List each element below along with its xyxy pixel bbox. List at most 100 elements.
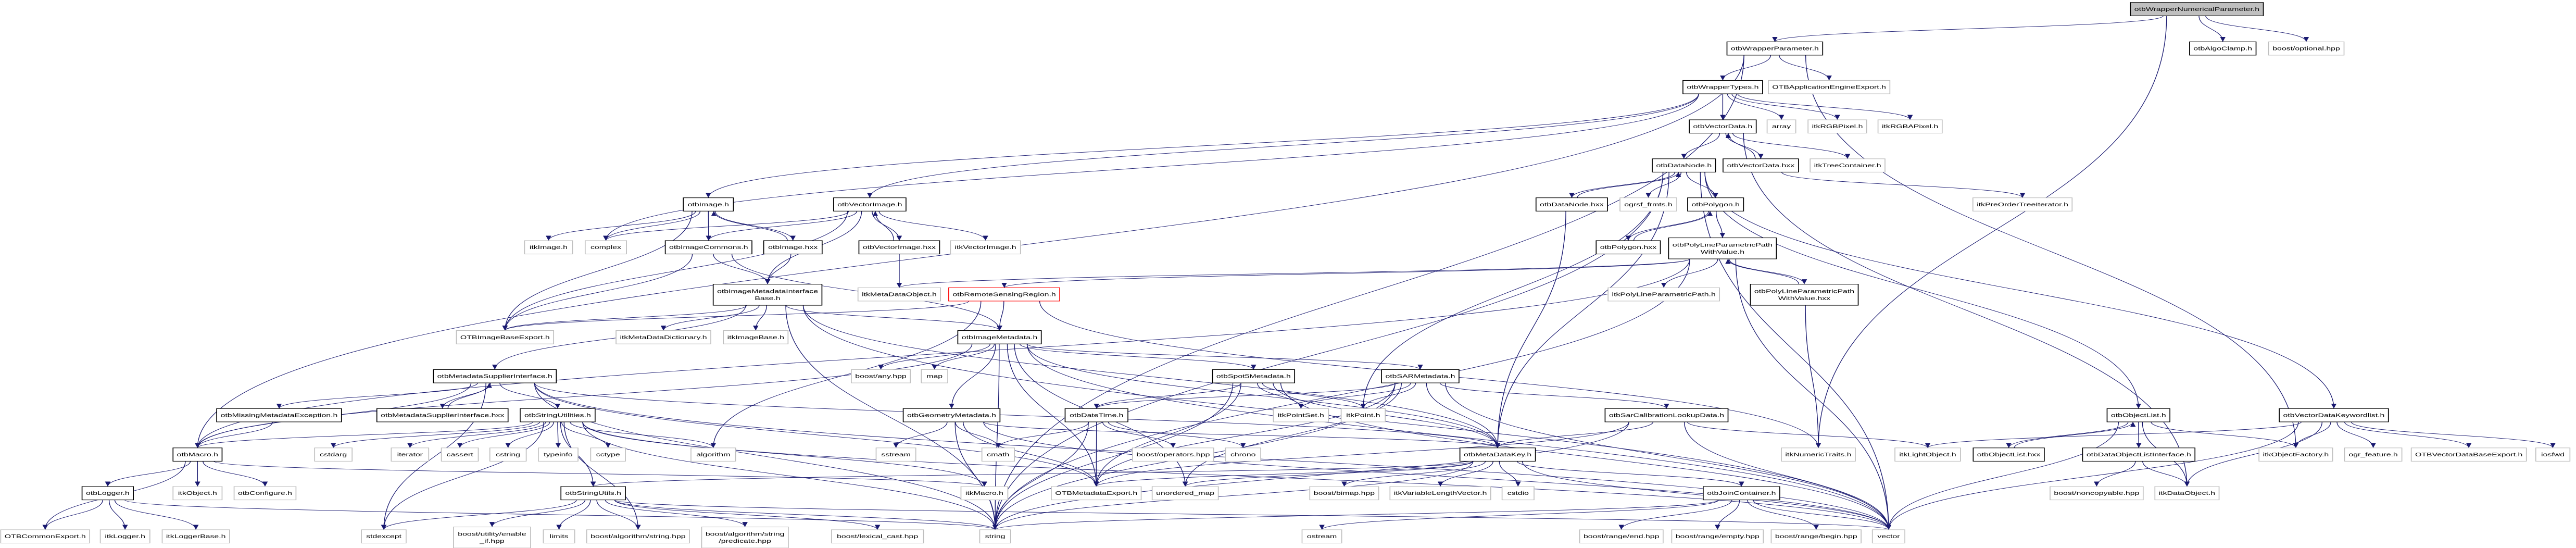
node-box-otbspot5metadata-h[interactable] — [1212, 369, 1296, 383]
dependency-edge-otbdataobjectlistinterface-h-to-boost-noncopyable-hpp — [2094, 461, 2136, 487]
node-box-otbmetadatasupplierinterface-h[interactable] — [433, 369, 557, 383]
node-label: complex — [590, 244, 621, 250]
graph-node-otbobjectlist-h[interactable]: otbObjectList.h — [2111, 412, 2166, 418]
graph-node-otbpolygon-hxx[interactable]: otbPolygon.hxx — [1600, 244, 1657, 250]
dependency-edge-otbmetadatakey-h-to-otbmetadataexport-h — [1094, 461, 1474, 487]
node-box-otbpolygon-h[interactable] — [1687, 197, 1744, 211]
graph-node-otbstringutilities-h[interactable]: otbStringUtilities.h — [524, 412, 591, 418]
node-box-otbpolylineparametricpathwithvalue-h[interactable] — [1668, 238, 1777, 259]
node-box-otbobjectlist-h[interactable] — [2106, 408, 2170, 422]
node-box-otbstringutilities-h[interactable] — [520, 408, 596, 422]
node-label: string — [985, 533, 1006, 539]
graph-node-otbvectorimage-h[interactable]: otbVectorImage.h — [837, 202, 902, 207]
dependency-edge-otbsarmetadata-h-to-otbsarcalibrationlookupdata-h — [1439, 382, 1669, 409]
graph-node-otbvectordata-h[interactable]: otbVectorData.h — [1693, 123, 1753, 129]
graph-node-otbpolygon-h[interactable]: otbPolygon.h — [1691, 202, 1740, 207]
node-label: OTBMetadataExport.h — [1055, 490, 1137, 496]
graph-node-otbimage-hxx[interactable]: otbImage.hxx — [768, 244, 818, 250]
node-box-otbsarmetadata-h[interactable] — [1381, 369, 1460, 383]
dependency-edge-otbwrappertypes-h-to-otbvectorimage-h — [867, 94, 1699, 198]
node-box-string — [979, 529, 1011, 544]
node-label: iosfwd — [2541, 452, 2565, 457]
graph-node-otbvectorimage-hxx[interactable]: otbVectorImage.hxx — [863, 244, 936, 250]
node-box-otbpolygon-hxx[interactable] — [1595, 240, 1661, 255]
node-box-otbjoincontainer-h[interactable] — [1703, 486, 1780, 501]
node-label: otbConfigure.h — [238, 490, 292, 496]
node-box-otbmetadatasupplierinterface-hxx[interactable] — [376, 408, 509, 422]
node-box-otbobjectlist-hxx[interactable] — [1972, 447, 2045, 462]
node-box-otbdatetime-h[interactable] — [1064, 408, 1128, 422]
node-box-otbimage-hxx[interactable] — [763, 240, 823, 255]
graph-node-otbsarmetadata-h[interactable]: otbSARMetadata.h — [1385, 373, 1455, 379]
graph-node-otblogger-h[interactable]: otbLogger.h — [86, 490, 130, 496]
node-box-otbmacro-h[interactable] — [172, 447, 223, 462]
dependency-edge-otbdatanode-h-to-otbmetadatakey-h — [1494, 172, 1669, 448]
graph-node-otbalgoclamp-h[interactable]: otbAlgoClamp.h — [2193, 45, 2252, 51]
graph-node-otbjoincontainer-h[interactable]: otbJoinContainer.h — [1707, 490, 1776, 496]
node-label: ogr_feature.h — [2348, 452, 2397, 457]
node-label: iterator — [397, 452, 423, 457]
node-box-otbimagemetadatainterfacebase-h[interactable] — [712, 284, 823, 306]
node-box-otbwrapperparameter-h[interactable] — [1726, 41, 1824, 56]
graph-node-otbimagemetadata-h[interactable]: otbImageMetadata.h — [962, 334, 1037, 340]
node-label: itkObjectFactory.h — [2263, 452, 2329, 457]
node-box-otbvectordatakeywordlist-h[interactable] — [2279, 408, 2389, 422]
node-box-otblogger-h[interactable] — [81, 486, 134, 501]
node-label: OTBVectorDataBaseExport.h — [2415, 452, 2522, 457]
node-box-boost-range-end-hpp — [1579, 529, 1664, 544]
node-box-otbimagecommons-h[interactable] — [664, 240, 752, 255]
graph-node-otbmissingmetadataexception-h[interactable]: otbMissingMetadataException.h — [221, 412, 338, 418]
graph-node-otbmetadatakey-h[interactable]: otbMetaDataKey.h — [1464, 452, 1531, 457]
node-box-otbdataobjectlistinterface-h[interactable] — [2082, 447, 2196, 462]
graph-node-otbvectordatakeywordlist-h[interactable]: otbVectorDataKeywordlist.h — [2283, 412, 2385, 418]
graph-node-otbmacro-h[interactable]: otbMacro.h — [177, 452, 218, 457]
node-label: otbWrapperTypes.h — [1687, 84, 1758, 90]
node-box-otbvectorimage-hxx[interactable] — [858, 240, 940, 255]
dependency-edge-otblogger-h-to-itklogger-h — [108, 500, 128, 530]
node-box-otbwrappertypes-h[interactable] — [1682, 80, 1763, 94]
node-box-otbgeometrymetadata-h[interactable] — [902, 408, 1001, 422]
node-box-otbmetadatakey-h[interactable] — [1459, 447, 1536, 462]
node-box-otbremotesensingregion-h[interactable] — [948, 287, 1060, 302]
graph-node-otbdatanode-hxx[interactable]: otbDataNode.hxx — [1540, 202, 1604, 207]
node-box-otbvectordata-hxx[interactable] — [1723, 158, 1799, 172]
graph-node-otbobjectlist-hxx[interactable]: otbObjectList.hxx — [1977, 452, 2041, 457]
graph-node-otbvectordata-hxx[interactable]: otbVectorData.hxx — [1727, 163, 1795, 168]
graph-node-otbimagecommons-h[interactable]: otbImageCommons.h — [669, 244, 748, 250]
graph-node-otbwrappertypes-h[interactable]: otbWrapperTypes.h — [1687, 84, 1758, 90]
node-box-otbvectorimage-h[interactable] — [833, 197, 907, 211]
node-box-boost-utility-enable-if-hpp — [453, 526, 531, 548]
graph-node-otbdatetime-h[interactable]: otbDateTime.h — [1070, 412, 1123, 418]
graph-node-otbdataobjectlistinterface-h[interactable]: otbDataObjectListInterface.h — [2087, 452, 2191, 457]
graph-node-otbsarcalibrationlookupdata-h[interactable]: otbSarCalibrationLookupData.h — [1609, 412, 1724, 418]
node-box-otbvectordata-h[interactable] — [1689, 119, 1757, 134]
node-box-otbdatanode-hxx[interactable] — [1535, 197, 1608, 211]
graph-node-otbremotesensingregion-h[interactable]: otbRemoteSensingRegion.h — [952, 291, 1055, 297]
graph-node-otbimagebaseexport-h: OTBImageBaseExport.h — [460, 334, 550, 340]
node-box-stdexcept — [361, 529, 407, 544]
graph-node-otbmetadatasupplierinterface-hxx[interactable]: otbMetadataSupplierInterface.hxx — [381, 412, 505, 418]
node-box-otbsarcalibrationlookupdata-h[interactable] — [1604, 408, 1729, 422]
node-box-otbimage-h[interactable] — [683, 197, 734, 211]
graph-node-otbstringutils-h[interactable]: otbStringUtils.h — [565, 490, 621, 496]
node-box-otbstringutils-h[interactable] — [560, 486, 626, 501]
graph-node-otbgeometrymetadata-h[interactable]: otbGeometryMetadata.h — [907, 412, 996, 418]
dependency-edge-otbimagemetadata-h-to-otbmetadataexport-h — [1007, 344, 1099, 487]
dependency-edge-otbimagemetadata-h-to-map — [932, 344, 995, 370]
graph-node-otbspot5metadata-h[interactable]: otbSpot5Metadata.h — [1216, 373, 1291, 379]
graph-node-otbmetadatasupplierinterface-h[interactable]: otbMetadataSupplierInterface.h — [437, 373, 552, 379]
node-box-otbalgoclamp-h[interactable] — [2189, 41, 2257, 56]
graph-node-otbimage-h[interactable]: otbImage.h — [688, 202, 729, 207]
graph-node-otbdatanode-h[interactable]: otbDataNode.h — [1656, 163, 1712, 168]
graph-node-otbwrapperparameter-h[interactable]: otbWrapperParameter.h — [1731, 45, 1819, 51]
node-box-otbdatanode-h[interactable] — [1652, 158, 1716, 172]
node-box-otbpolylineparametricpathwithvalue-hxx[interactable] — [1750, 284, 1859, 306]
node-box-otbimagemetadata-h[interactable] — [957, 330, 1042, 344]
dependency-edge-otbsarmetadata-h-to-otbmetadatakey-h — [1426, 383, 1501, 448]
node-box-otbmissingmetadataexception-h[interactable] — [216, 408, 342, 422]
node-box-cstdarg — [314, 447, 353, 462]
